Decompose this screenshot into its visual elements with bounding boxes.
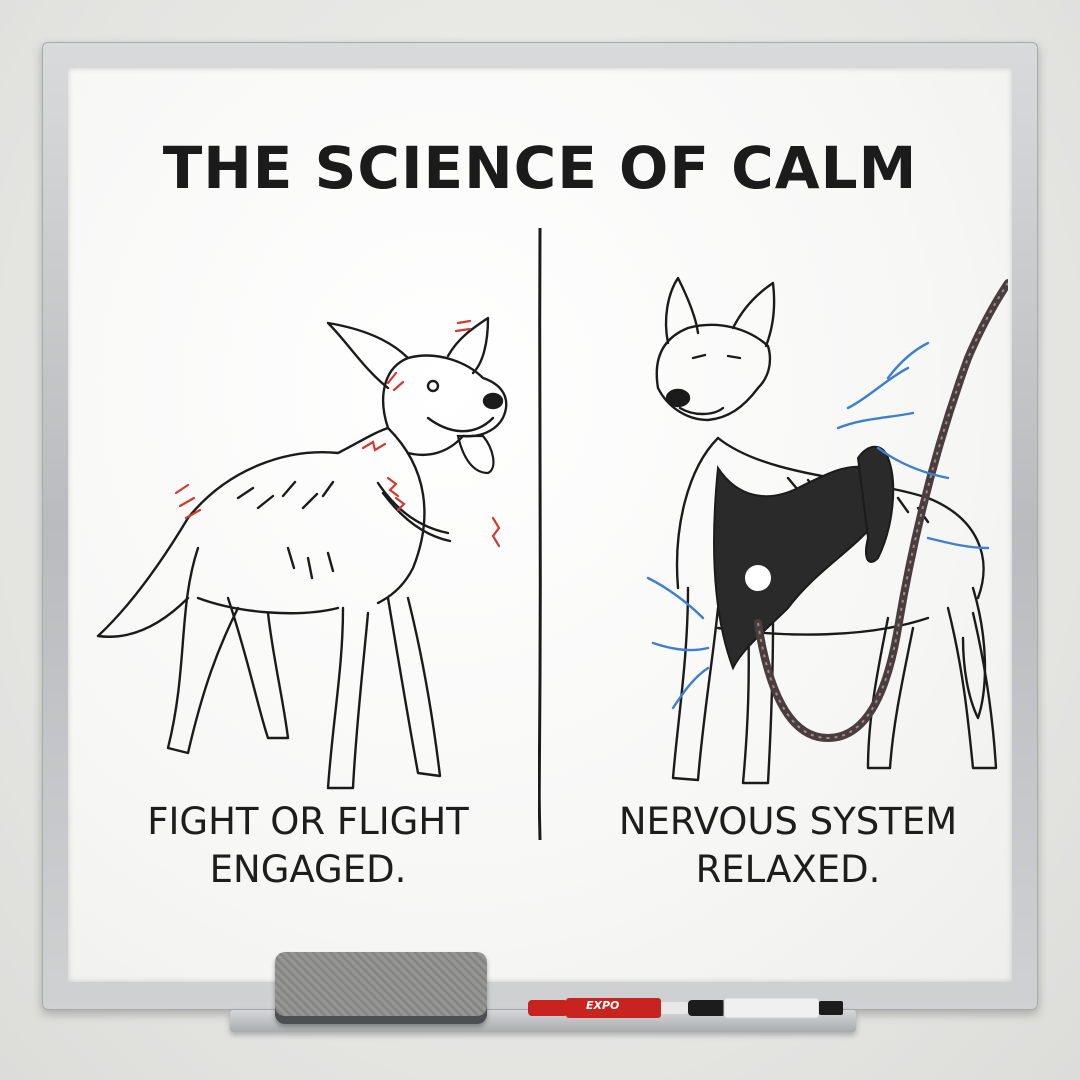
caption-left-line-2: ENGAGED. — [209, 848, 407, 891]
black-marker[interactable] — [688, 997, 843, 1019]
stressed-dog-illustration — [96, 316, 508, 790]
center-divider-line — [538, 228, 542, 840]
red-marker-body — [528, 998, 688, 1018]
black-marker-body — [688, 997, 843, 1019]
marker-brand-label: EXPO — [586, 999, 620, 1012]
caption-right-line-2: RELAXED. — [695, 848, 881, 891]
caption-fight-or-flight: FIGHT OR FLIGHT ENGAGED. — [88, 798, 528, 894]
whiteboard-eraser[interactable] — [275, 952, 487, 1024]
caption-right-line-1: NERVOUS SYSTEM — [618, 800, 958, 843]
caption-left-line-1: FIGHT OR FLIGHT — [147, 800, 469, 843]
board-title: THE SCIENCE OF CALM — [162, 134, 918, 202]
whiteboard-frame: THE SCIENCE OF CALM — [42, 42, 1038, 1010]
caption-nervous-system-relaxed: NERVOUS SYSTEM RELAXED. — [568, 798, 1008, 894]
calm-dog-with-harness-illustration — [646, 276, 1008, 785]
red-marker[interactable]: EXPO — [528, 997, 688, 1019]
whiteboard-surface: THE SCIENCE OF CALM — [68, 68, 1012, 982]
